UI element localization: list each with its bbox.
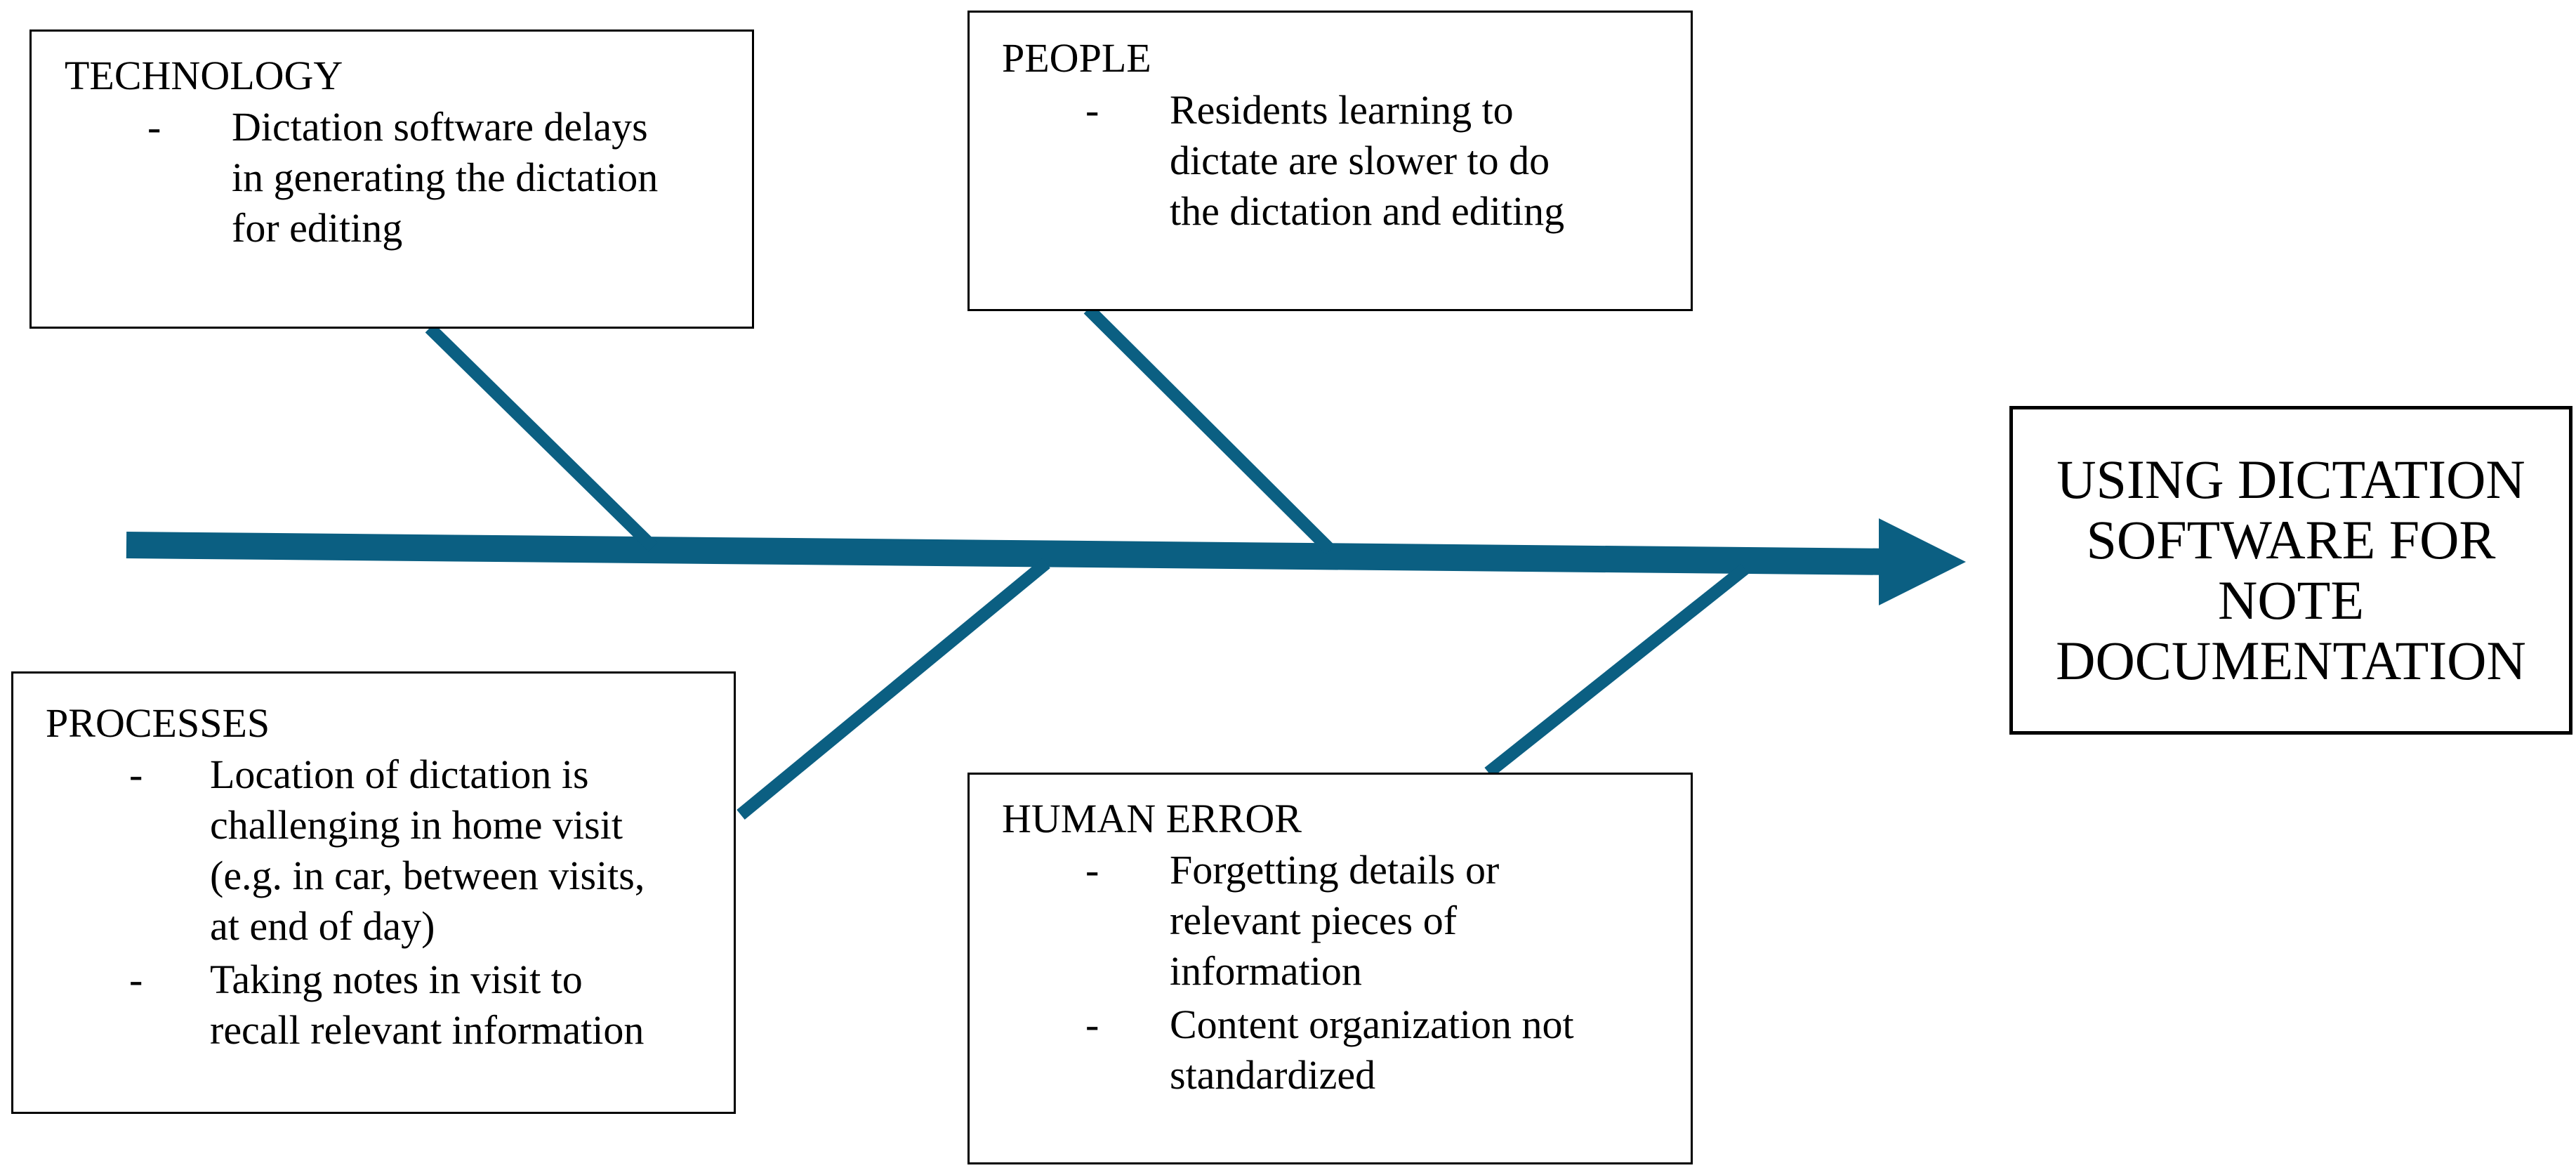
bullet-dash: - <box>1085 847 1099 893</box>
bone-technology <box>425 323 658 552</box>
bullet-dash: - <box>147 104 161 150</box>
bone-processes <box>737 558 1050 820</box>
people-box: PEOPLE - Residents learning to dictate a… <box>967 11 1693 311</box>
processes-box: PROCESSES - Location of dictation is cha… <box>11 671 736 1114</box>
human-error-item-2: Content organization not standardized <box>1170 1002 1574 1098</box>
effect-label: USING DICTATION SOFTWARE FOR NOTE DOCUME… <box>2056 449 2526 691</box>
bullet-dash: - <box>1085 1002 1099 1047</box>
human-error-box: HUMAN ERROR - Forgetting details or rele… <box>967 773 1693 1164</box>
bullet-dash: - <box>129 751 143 797</box>
processes-item-2: Taking notes in visit to recall relevant… <box>210 957 645 1053</box>
processes-item-1: Location of dictation is challenging in … <box>210 751 645 949</box>
processes-title: PROCESSES <box>46 700 270 746</box>
people-item-1: Residents learning to dictate are slower… <box>1170 87 1565 234</box>
bullet-dash: - <box>129 957 143 1002</box>
technology-title: TECHNOLOGY <box>65 53 343 98</box>
technology-item-1: Dictation software delays in generating … <box>232 104 659 251</box>
human-error-item-1: Forgetting details or relevant pieces of… <box>1170 847 1500 994</box>
effect-box: USING DICTATION SOFTWARE FOR NOTE DOCUME… <box>2009 406 2572 735</box>
bullet-dash: - <box>1085 87 1099 133</box>
human-error-title: HUMAN ERROR <box>1002 796 1302 841</box>
bone-people <box>1083 304 1335 555</box>
arrowhead <box>1879 518 1966 605</box>
bone-human-error <box>1484 563 1749 778</box>
technology-box: TECHNOLOGY - Dictation software delays i… <box>29 29 754 329</box>
spine-line <box>126 532 1896 575</box>
people-title: PEOPLE <box>1002 35 1151 81</box>
